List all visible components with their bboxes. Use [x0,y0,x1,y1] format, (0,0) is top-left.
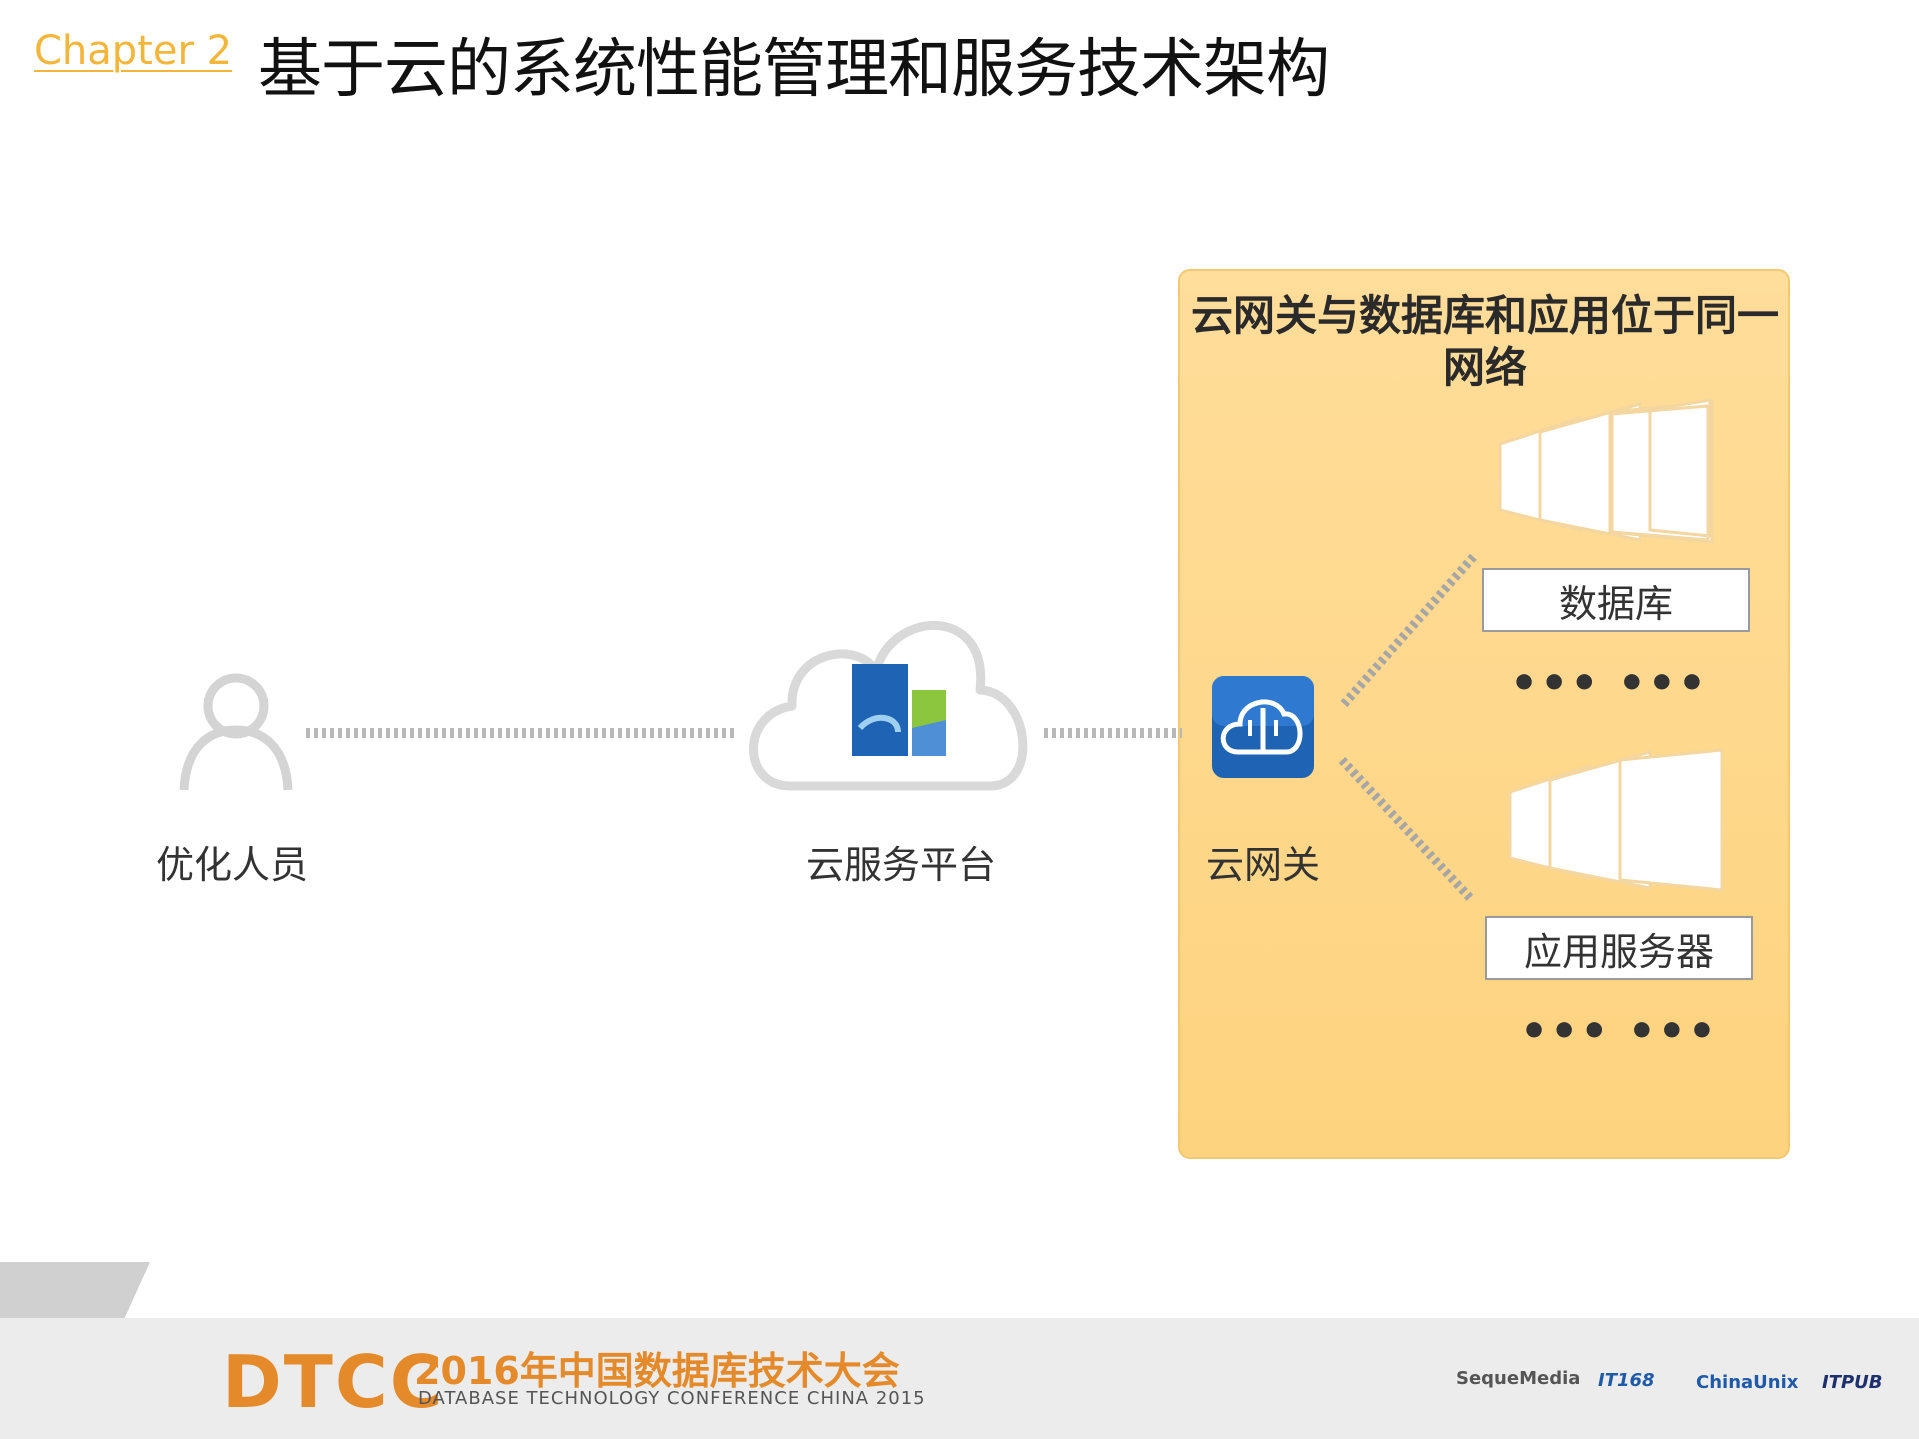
database-box: 数据库 [1482,568,1750,632]
dtcc-logo: DTCC [222,1340,445,1424]
slide-title: 基于云的系统性能管理和服务技术架构 [258,33,1330,107]
user-label: 优化人员 [156,843,309,887]
app-server-box: 应用服务器 [1485,916,1753,980]
cloud-gateway-label: 云网关 [1206,843,1321,887]
conference-name-cn: 2016年中国数据库技术大会 [414,1349,900,1393]
footer-band [0,1318,1919,1439]
app-server-label: 应用服务器 [1523,929,1714,974]
cloud-platform-label: 云服务平台 [806,843,997,887]
sponsor-chinaunix: ChinaUnix [1696,1372,1799,1393]
sponsor-itpub: ITPUB [1822,1372,1883,1393]
zone-title: 云网关与数据库和应用位于同一网络 [1190,291,1779,392]
app-servers-icon [1508,748,1724,892]
database-servers-icon [1498,398,1714,544]
connector-gateway-app [1338,756,1476,904]
cloud-platform-icon [749,621,1028,791]
database-label: 数据库 [1558,581,1673,626]
database-ellipsis: ••• ••• [1510,658,1709,709]
sponsor-sequemedia: SequeMedia [1456,1368,1581,1389]
sponsor-it168: IT168 [1598,1370,1655,1391]
conference-name-en: DATABASE TECHNOLOGY CONFERENCE CHINA 201… [418,1388,926,1409]
user-icon [179,673,293,791]
connector-gateway-db [1340,553,1478,707]
app-server-ellipsis: ••• ••• [1520,1006,1719,1057]
chapter-label: Chapter 2 [34,28,233,74]
cloud-gateway-icon [1212,676,1314,778]
